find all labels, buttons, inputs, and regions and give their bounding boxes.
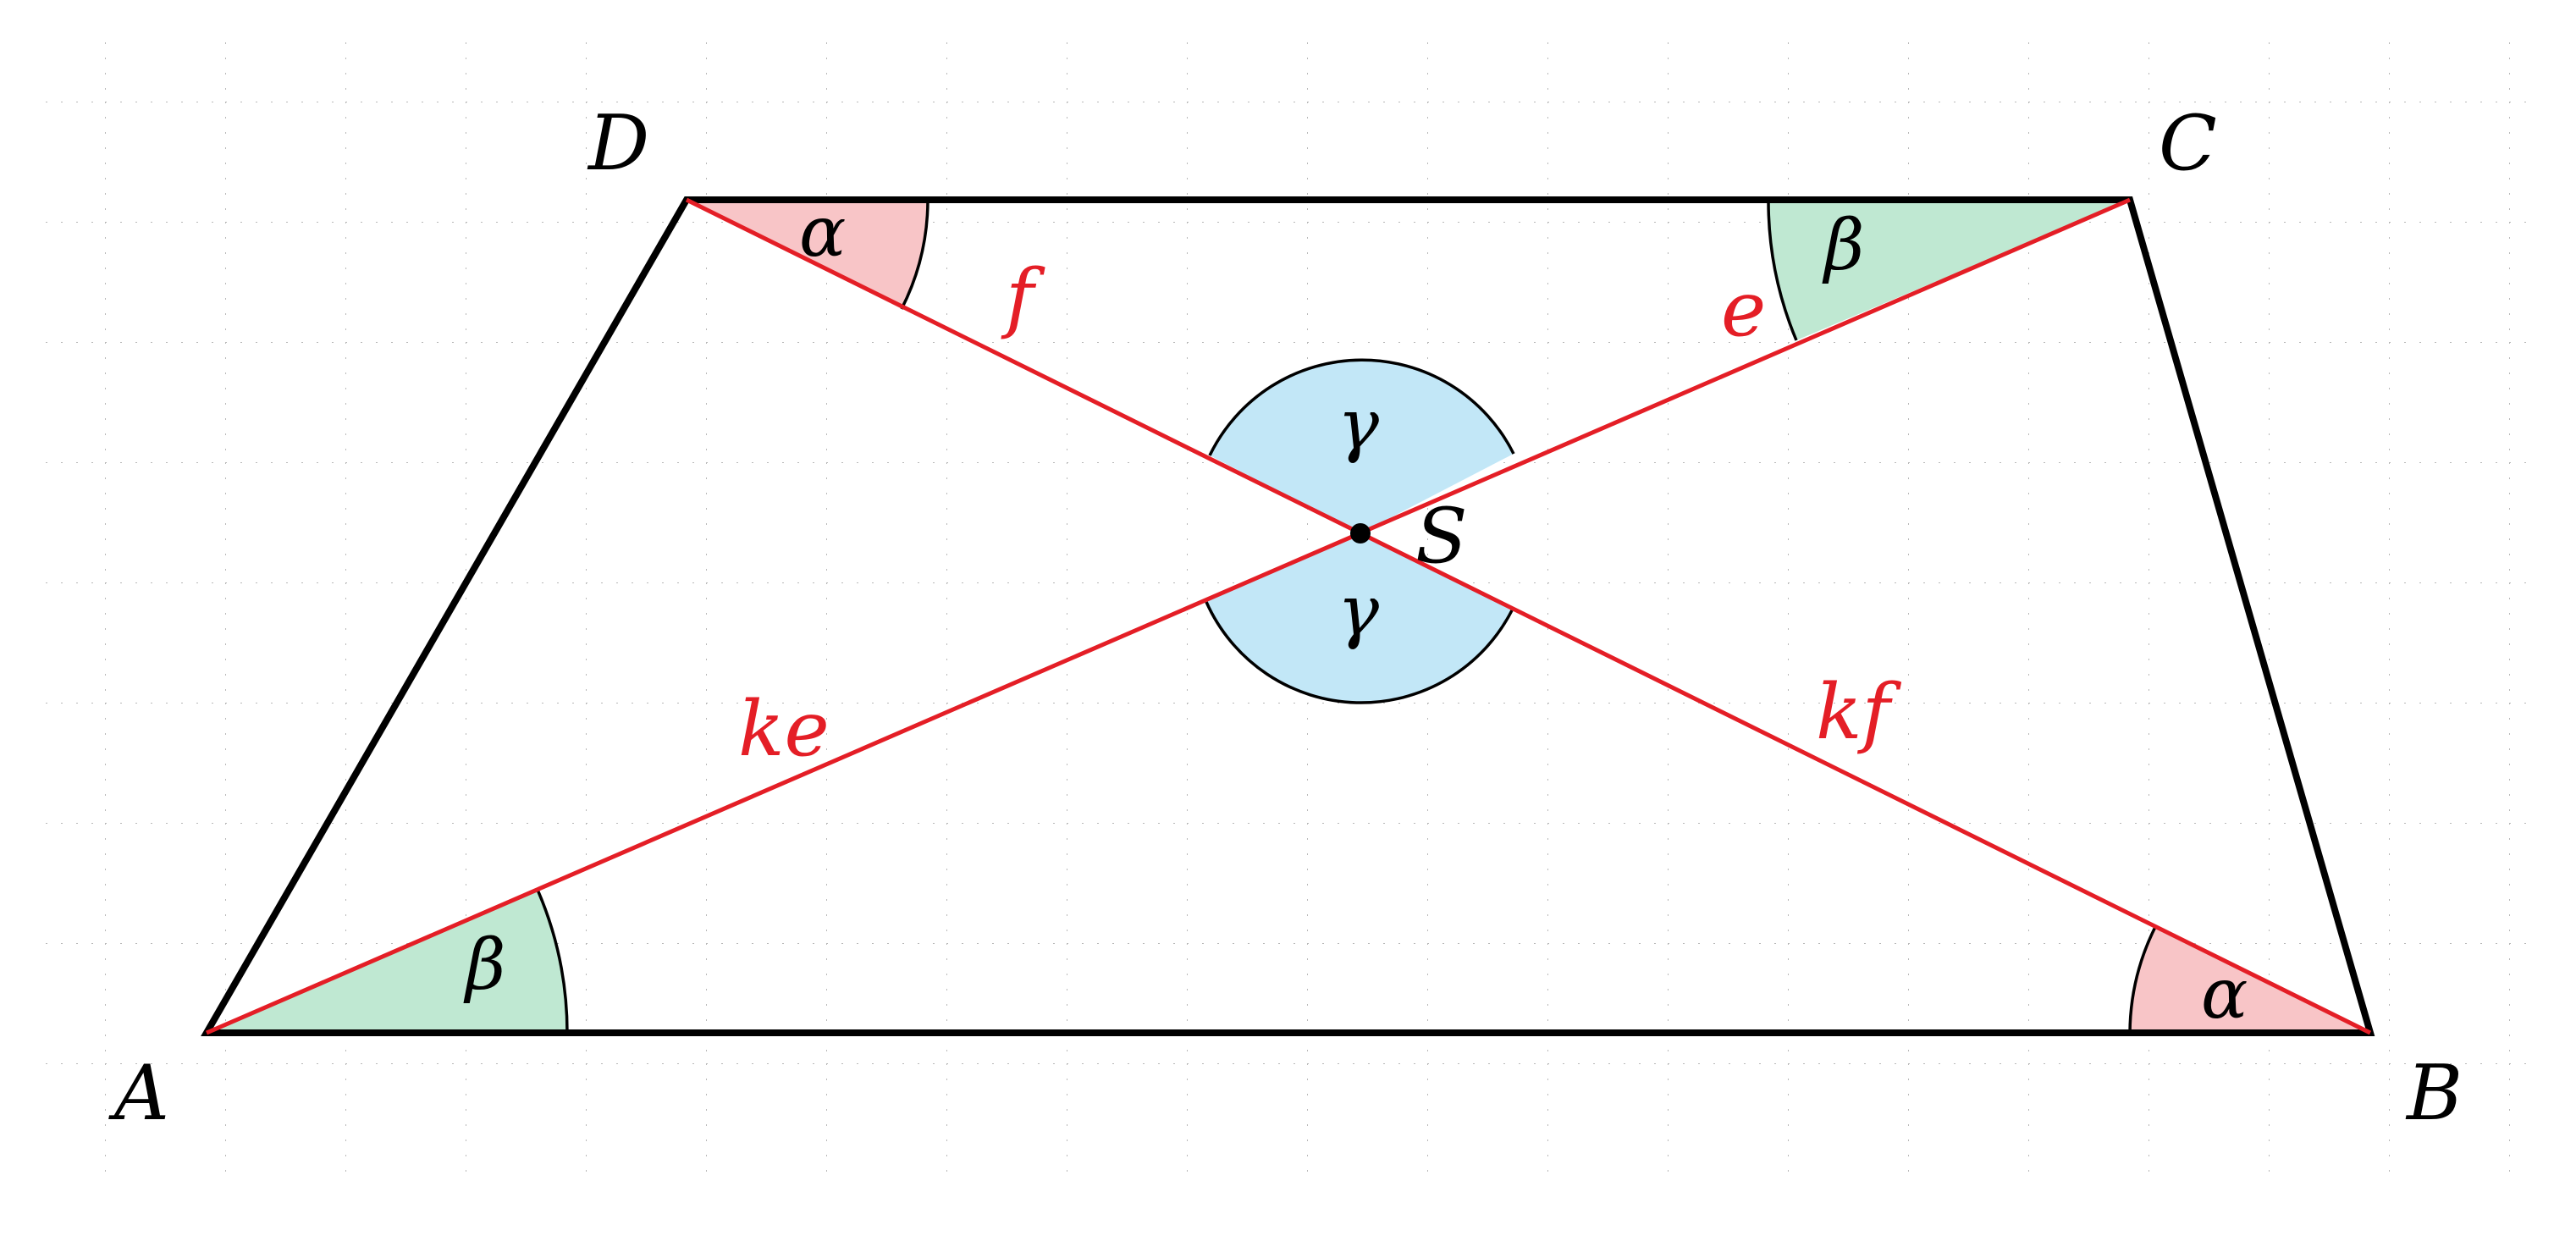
label-segment-e: e: [1721, 265, 1766, 354]
label-point-A: A: [108, 1049, 169, 1138]
label-angle-gamma-bottom: γ: [1338, 571, 1380, 652]
angle-alpha-D-fill: [687, 200, 928, 309]
angle-alpha-D-arc: [900, 199, 929, 310]
angle-gamma-top-arc: [1208, 358, 1515, 456]
label-angle-alpha-B: α: [2201, 954, 2248, 1035]
label-point-B: B: [2405, 1049, 2463, 1138]
label-angle-beta-C: β: [1822, 206, 1864, 286]
angle-beta-C-fill: [1768, 200, 2130, 340]
angle-gamma-top-fill: [1210, 360, 1514, 533]
label-point-C: C: [2159, 99, 2217, 188]
label-point-S: S: [1415, 492, 1468, 581]
label-point-D: D: [587, 99, 649, 188]
angle-gamma-bottom-arc: [1205, 601, 1514, 704]
intersection-point-S: [1350, 523, 1371, 544]
angle-gamma-bottom-fill: [1206, 533, 1512, 704]
label-angle-alpha-D: α: [799, 192, 846, 273]
label-segment-ke: ke: [738, 685, 830, 774]
angle-beta-A-arc: [536, 889, 569, 1034]
angle-alpha-B-fill: [2130, 925, 2370, 1033]
diagonal-AC: [206, 197, 2131, 1035]
label-angle-beta-A: β: [463, 925, 505, 1006]
label-angle-gamma-top: γ: [1338, 385, 1380, 466]
angle-beta-C-arc: [1767, 199, 1798, 341]
label-segment-kf: kf: [1816, 668, 1902, 757]
angle-alpha-B-arc: [2128, 924, 2158, 1034]
diagonal-BD: [685, 197, 2372, 1035]
angle-beta-A-fill: [207, 890, 567, 1033]
